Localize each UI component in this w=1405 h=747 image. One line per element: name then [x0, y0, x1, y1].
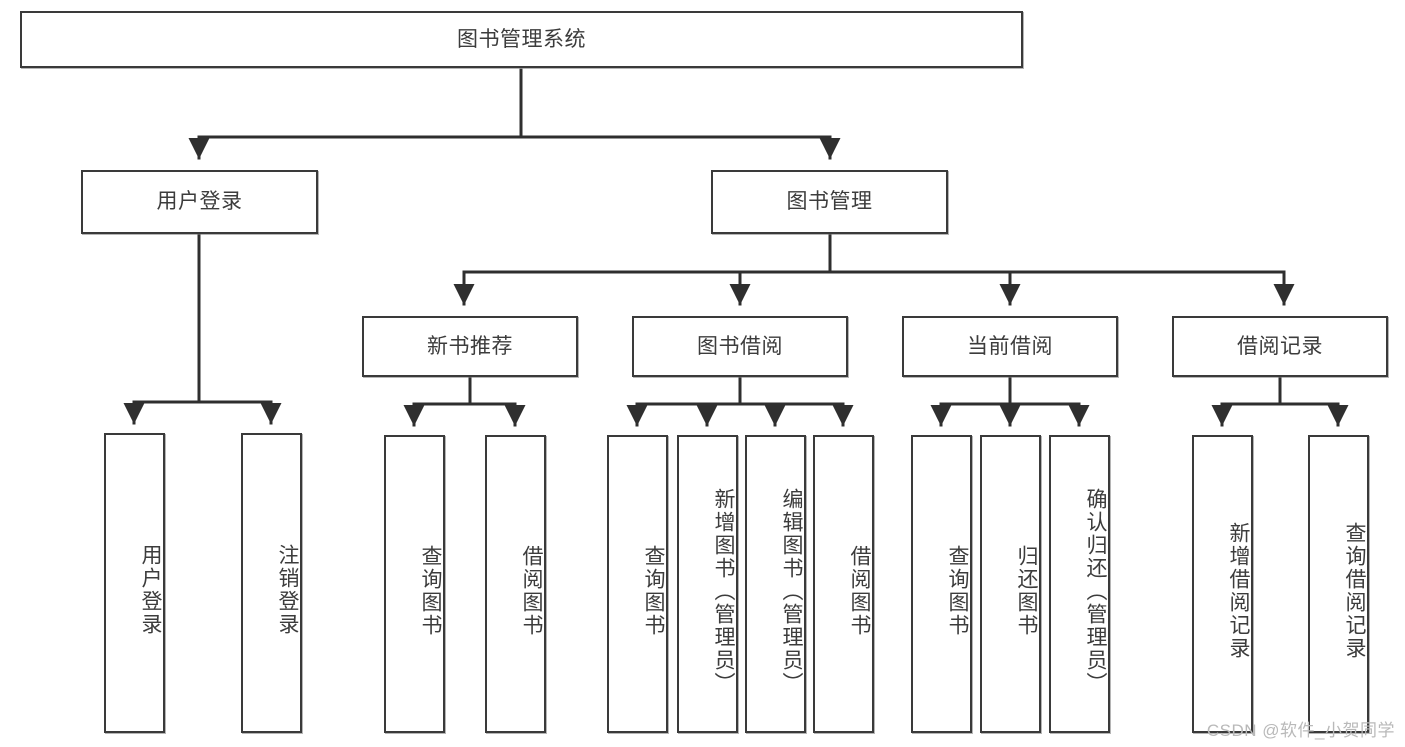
csdn-watermark: CSDN @软件_小贺同学 — [1206, 721, 1395, 740]
node-new-book-recommend-label: 新书推荐 — [427, 334, 513, 358]
node-user-login[interactable]: 用户登录 — [81, 170, 318, 234]
leaf-query-book-borrow-label: 查询图书 — [642, 545, 665, 637]
leaf-confirm-return[interactable]: 确认归还（管理员） — [1049, 435, 1110, 733]
node-user-login-label: 用户登录 — [156, 190, 243, 214]
leaf-add-book-label: 新增图书（管理员） — [712, 487, 735, 695]
leaf-query-book-current[interactable]: 查询图书 — [911, 435, 972, 733]
leaf-query-book-recommend[interactable]: 查询图书 — [384, 435, 445, 733]
node-book-manage-label: 图书管理 — [786, 190, 873, 214]
leaf-user-login-label: 用户登录 — [139, 544, 162, 636]
node-book-borrow[interactable]: 图书借阅 — [632, 316, 848, 377]
leaf-query-borrow-record[interactable]: 查询借阅记录 — [1308, 435, 1369, 733]
node-root-label: 图书管理系统 — [457, 27, 586, 51]
node-borrow-record[interactable]: 借阅记录 — [1172, 316, 1388, 377]
node-current-borrow-label: 当前借阅 — [967, 334, 1053, 358]
leaf-edit-book-label: 编辑图书（管理员） — [780, 487, 803, 695]
leaf-user-login[interactable]: 用户登录 — [104, 433, 165, 733]
node-borrow-record-label: 借阅记录 — [1237, 334, 1323, 358]
leaf-borrow-book-label: 借阅图书 — [848, 545, 871, 637]
leaf-query-borrow-record-label: 查询借阅记录 — [1343, 522, 1366, 660]
leaf-add-borrow-record-label: 新增借阅记录 — [1227, 522, 1250, 660]
leaf-borrow-book-recommend-label: 借阅图书 — [520, 545, 543, 637]
leaf-borrow-book[interactable]: 借阅图书 — [813, 435, 874, 733]
leaf-borrow-book-recommend[interactable]: 借阅图书 — [485, 435, 546, 733]
leaf-query-book-current-label: 查询图书 — [946, 545, 969, 637]
node-book-borrow-label: 图书借阅 — [697, 334, 783, 358]
leaf-return-book[interactable]: 归还图书 — [980, 435, 1041, 733]
leaf-confirm-return-label: 确认归还（管理员） — [1084, 487, 1107, 695]
leaf-return-book-label: 归还图书 — [1015, 545, 1038, 637]
leaf-logout-label: 注销登录 — [276, 544, 299, 636]
leaf-logout[interactable]: 注销登录 — [241, 433, 302, 733]
node-root[interactable]: 图书管理系统 — [20, 11, 1023, 68]
node-current-borrow[interactable]: 当前借阅 — [902, 316, 1118, 377]
leaf-add-book[interactable]: 新增图书（管理员） — [677, 435, 738, 733]
node-book-manage[interactable]: 图书管理 — [711, 170, 948, 234]
node-new-book-recommend[interactable]: 新书推荐 — [362, 316, 578, 377]
leaf-add-borrow-record[interactable]: 新增借阅记录 — [1192, 435, 1253, 733]
leaf-query-book-borrow[interactable]: 查询图书 — [607, 435, 668, 733]
leaf-query-book-recommend-label: 查询图书 — [419, 545, 442, 637]
leaf-edit-book[interactable]: 编辑图书（管理员） — [745, 435, 806, 733]
